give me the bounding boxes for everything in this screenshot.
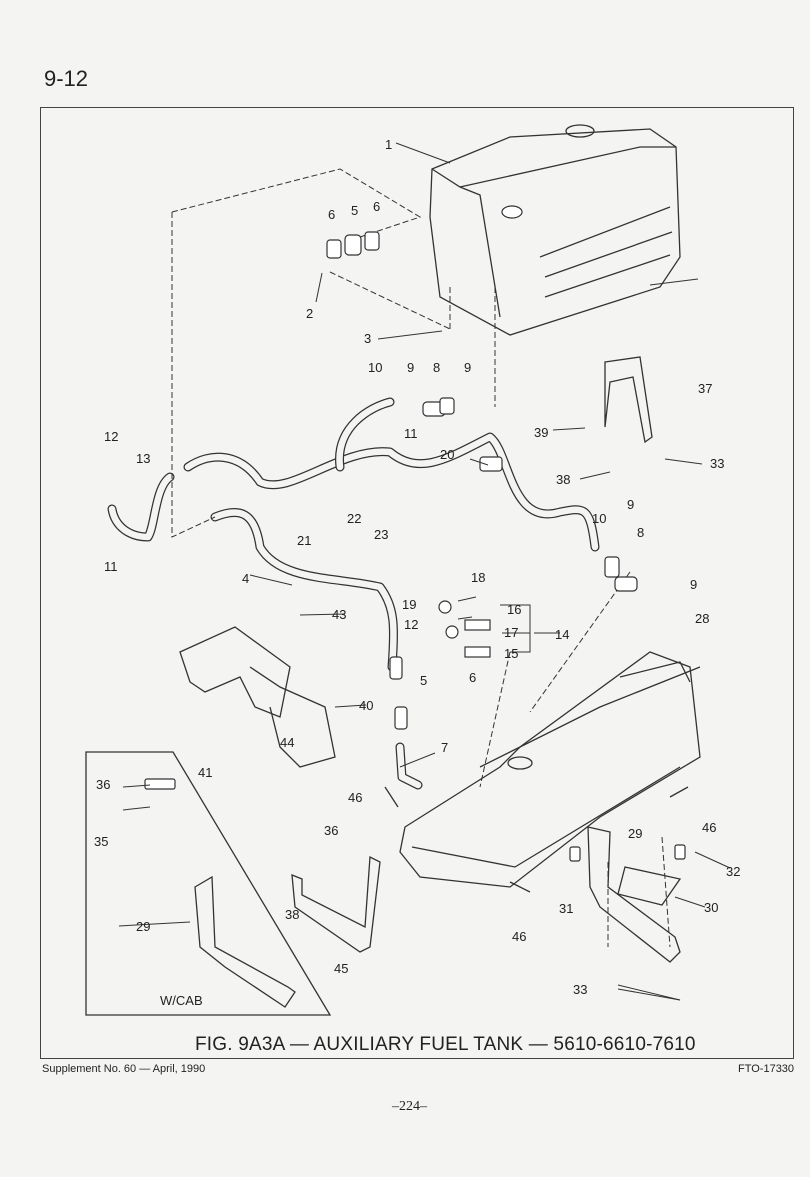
exploded-parts-diagram: 1 6 5 6 2 3 10 9 8 9 37 12 11 39 13 20 3… xyxy=(85,124,740,1016)
auxiliary-fuel-tank-lower xyxy=(399,651,701,888)
callout-8: 8 xyxy=(433,360,440,375)
leader-lines xyxy=(118,142,731,1001)
page-number: 9-12 xyxy=(44,66,89,91)
callout-37: 37 xyxy=(698,381,712,396)
callout-9: 9 xyxy=(464,360,471,375)
callout-43: 43 xyxy=(332,607,346,622)
callout-13: 13 xyxy=(136,451,150,466)
callout-32: 32 xyxy=(726,864,740,879)
callout-5: 5 xyxy=(420,673,427,688)
callout-30: 30 xyxy=(704,900,718,915)
callout-35: 35 xyxy=(94,834,108,849)
callout-12: 12 xyxy=(104,429,118,444)
callout-20: 20 xyxy=(440,447,454,462)
callout-3: 3 xyxy=(364,331,371,346)
callout-36: 36 xyxy=(96,777,110,792)
w-cab-inset xyxy=(85,751,332,1016)
callout-19: 19 xyxy=(402,597,416,612)
callout-45: 45 xyxy=(334,961,348,976)
callout-16: 16 xyxy=(507,602,521,617)
figure-caption: FIG. 9A3A — AUXILIARY FUEL TANK — 5610-6… xyxy=(195,1034,696,1055)
callout-4: 4 xyxy=(242,571,249,586)
callout-6: 6 xyxy=(328,207,335,222)
sheet-number: –224– xyxy=(392,1099,427,1114)
callout-22: 22 xyxy=(347,511,361,526)
callout-15: 15 xyxy=(504,646,518,661)
callout-46: 46 xyxy=(512,929,526,944)
callout-14: 14 xyxy=(555,627,569,642)
callout-7: 7 xyxy=(441,740,448,755)
callout-41: 41 xyxy=(198,765,212,780)
callout-10: 10 xyxy=(592,511,606,526)
callout-9: 9 xyxy=(407,360,414,375)
figure-frame xyxy=(40,107,794,1059)
auxiliary-fuel-tank-upper xyxy=(429,124,681,336)
callout-39: 39 xyxy=(534,425,548,440)
callout-8: 8 xyxy=(637,525,644,540)
callout-9: 9 xyxy=(627,497,634,512)
callout-18: 18 xyxy=(471,570,485,585)
callout-21: 21 xyxy=(297,533,311,548)
callout-44: 44 xyxy=(280,735,294,750)
callout-6: 6 xyxy=(469,670,476,685)
callout-11: 11 xyxy=(404,426,418,441)
callout-38: 38 xyxy=(556,472,570,487)
inset-label: W/CAB xyxy=(160,993,203,1008)
callout-1: 1 xyxy=(385,137,392,152)
figure-code: FTO-17330 xyxy=(738,1063,795,1075)
callout-5: 5 xyxy=(351,203,358,218)
leader-dashes xyxy=(171,168,671,948)
callout-46: 46 xyxy=(348,790,362,805)
callout-33: 33 xyxy=(573,982,587,997)
callout-29: 29 xyxy=(136,919,150,934)
callout-46: 46 xyxy=(702,820,716,835)
callout-29: 29 xyxy=(628,826,642,841)
callout-10: 10 xyxy=(368,360,382,375)
callout-40: 40 xyxy=(359,698,373,713)
callout-12: 12 xyxy=(404,617,418,632)
callout-23: 23 xyxy=(374,527,388,542)
callout-38: 38 xyxy=(285,907,299,922)
callout-6: 6 xyxy=(373,199,380,214)
callout-2: 2 xyxy=(306,306,313,321)
callout-31: 31 xyxy=(559,901,573,916)
callout-33: 33 xyxy=(710,456,724,471)
callout-36: 36 xyxy=(324,823,338,838)
callout-28: 28 xyxy=(695,611,709,626)
small-hardware xyxy=(144,231,689,893)
fuel-lines xyxy=(107,397,600,790)
brackets xyxy=(179,356,682,1008)
callout-17: 17 xyxy=(504,625,518,640)
supplement-note: Supplement No. 60 — April, 1990 xyxy=(42,1063,206,1075)
callout-11: 11 xyxy=(104,559,118,574)
callout-9: 9 xyxy=(690,577,697,592)
